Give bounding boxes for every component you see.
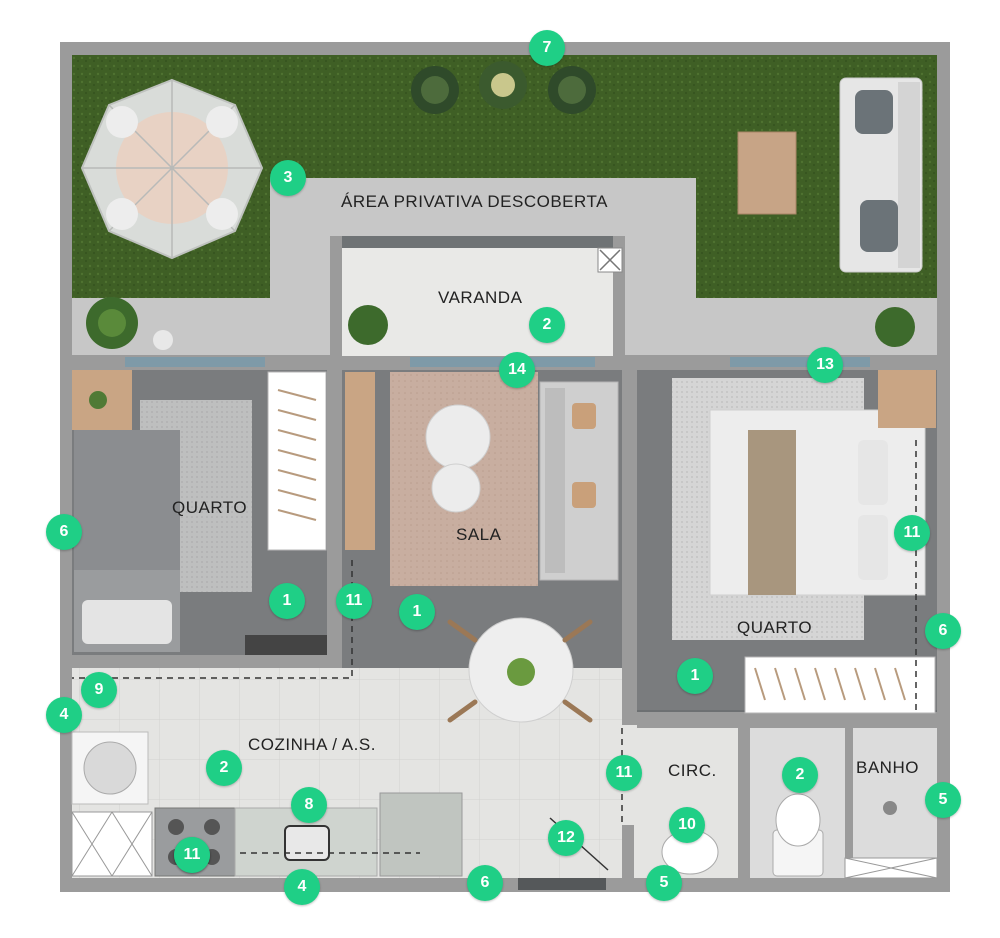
marker-13: 13 [807,347,843,383]
label-sala: SALA [456,525,502,544]
quarto-2-furniture [672,370,936,714]
outdoor-sofa [839,77,923,273]
marker-4-bottom: 4 [284,869,320,905]
marker-5-banho: 5 [925,782,961,818]
marker-3: 3 [270,160,306,196]
marker-2-varanda: 2 [529,307,565,343]
marker-2-banho: 2 [782,757,818,793]
marker-11-bottom: 11 [174,837,210,873]
marker-8: 8 [291,787,327,823]
marker-1-quarto-2: 1 [677,658,713,694]
marker-6-left: 6 [46,514,82,550]
label-varanda: VARANDA [438,288,523,307]
outdoor-table [737,131,797,215]
label-banho: BANHO [856,758,919,777]
marker-11-sala-left: 11 [336,583,372,619]
marker-1-quarto-1: 1 [269,583,305,619]
marker-6-bottom: 6 [467,865,503,901]
marker-4-left: 4 [46,697,82,733]
label-circ: CIRC. [668,761,717,780]
marker-2-cozinha: 2 [206,750,242,786]
garden-planters [86,61,915,350]
marker-7: 7 [529,30,565,66]
bathroom-fixtures [661,793,938,879]
quarto-1-furniture [72,370,327,655]
label-area-privativa: ÁREA PRIVATIVA DESCOBERTA [341,192,608,211]
marker-6-right: 6 [925,613,961,649]
marker-11-circ: 11 [606,755,642,791]
marker-9: 9 [81,672,117,708]
marker-1-sala: 1 [399,594,435,630]
sala-furniture [345,372,619,723]
marker-14: 14 [499,352,535,388]
marker-10: 10 [669,807,705,843]
marker-5-bottom: 5 [646,865,682,901]
parasol-table [80,78,264,260]
marker-12: 12 [548,820,584,856]
marker-11-quarto-2: 11 [894,515,930,551]
label-cozinha: COZINHA / A.S. [248,735,376,754]
label-quarto-1: QUARTO [172,498,248,517]
label-quarto-2: QUARTO [737,618,813,637]
